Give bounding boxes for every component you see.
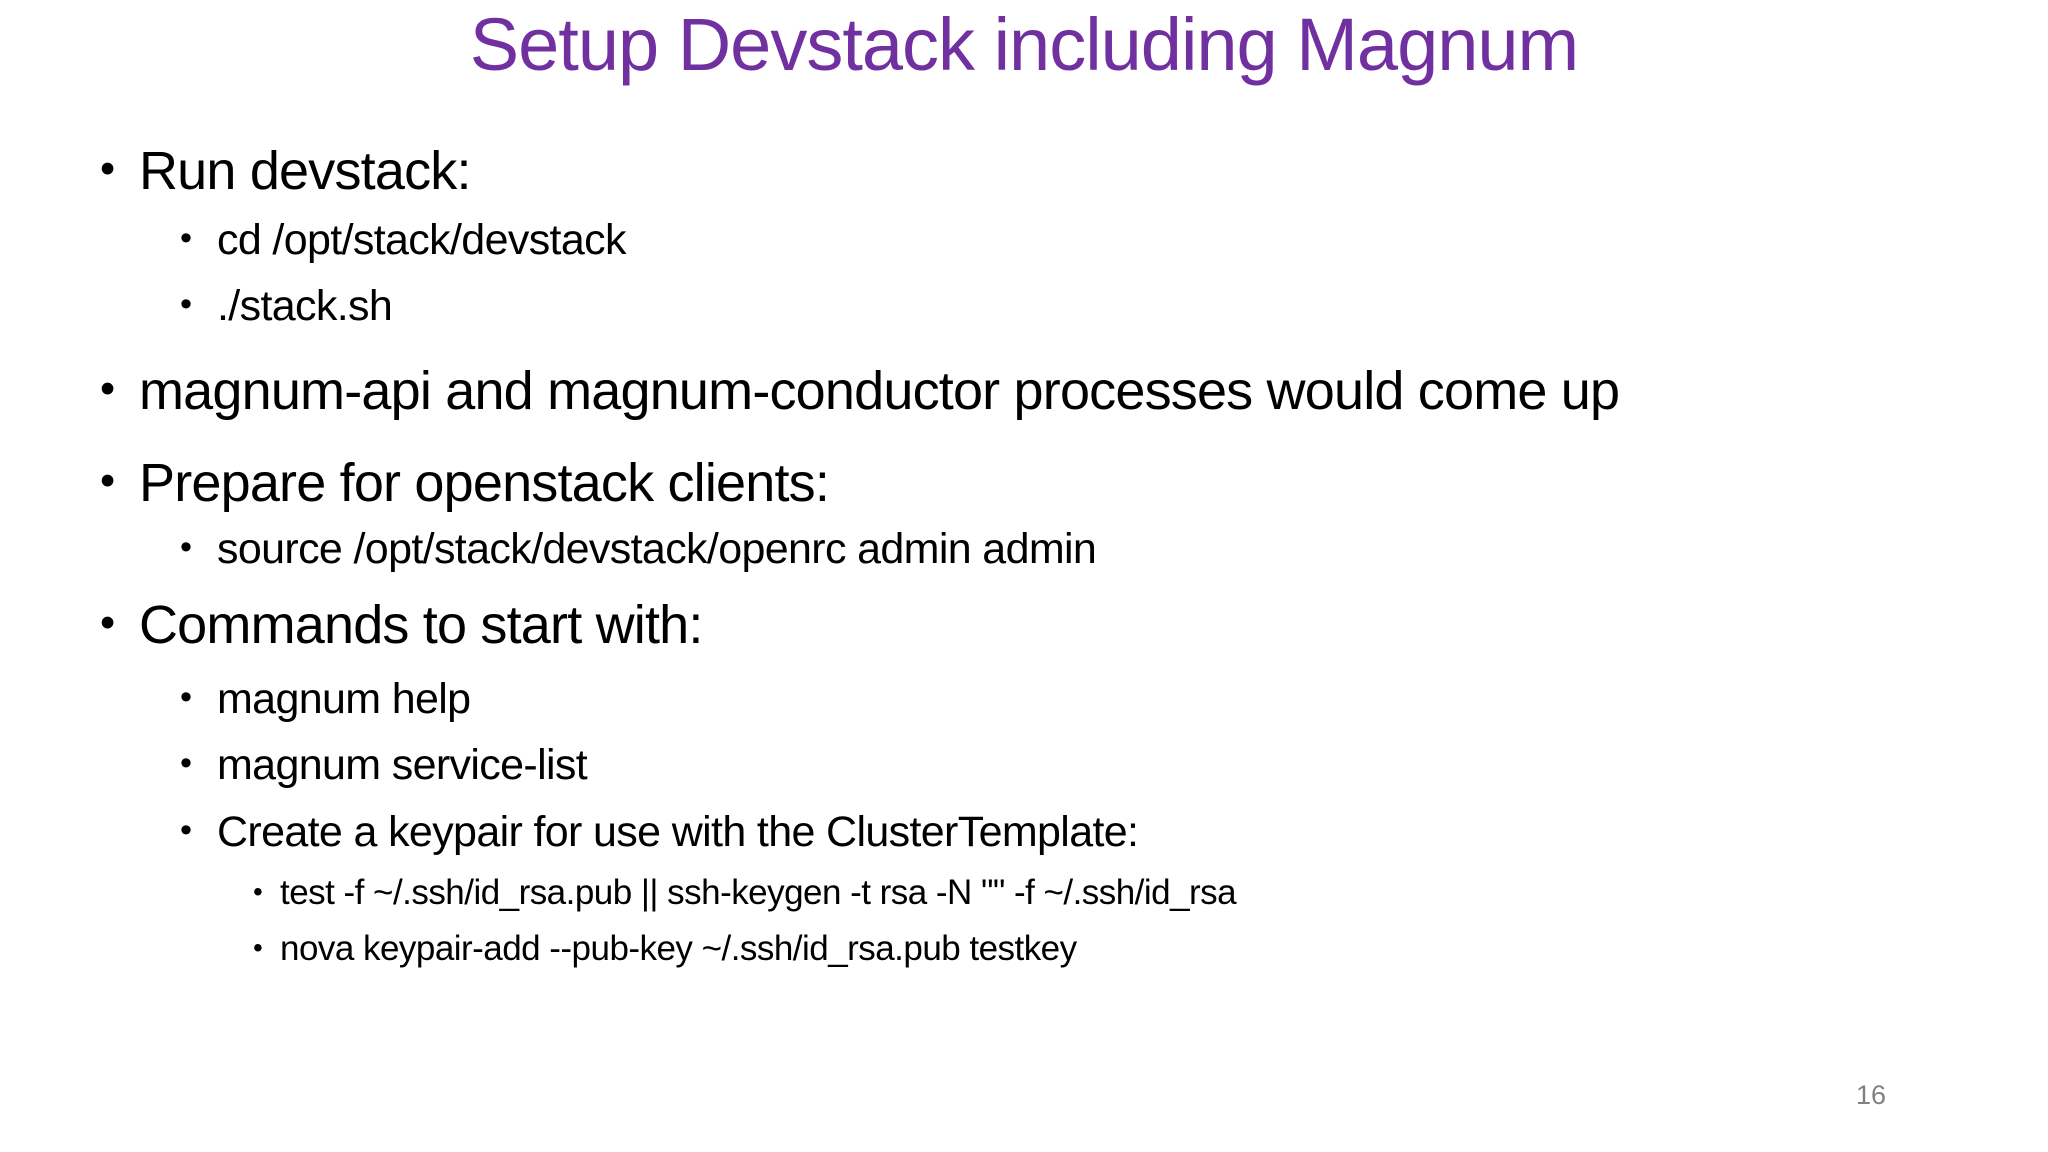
bullet-item-nova-keypair-add: nova keypair-add --pub-key ~/.ssh/id_rsa… xyxy=(253,929,1077,968)
bullet-item-cd-devstack: cd /opt/stack/devstack xyxy=(180,216,626,264)
bullet-item-stack-sh: ./stack.sh xyxy=(180,282,393,330)
bullet-item-source-openrc: source /opt/stack/devstack/openrc admin … xyxy=(180,525,1097,573)
bullet-item-prepare-clients: Prepare for openstack clients: xyxy=(100,453,830,513)
bullet-item-create-keypair: Create a keypair for use with the Cluste… xyxy=(180,808,1139,856)
bullet-item-magnum-processes: magnum-api and magnum-conductor processe… xyxy=(100,361,1620,421)
bullet-item-ssh-keygen: test -f ~/.ssh/id_rsa.pub || ssh-keygen … xyxy=(253,873,1237,912)
bullet-item-run-devstack: Run devstack: xyxy=(100,141,471,201)
bullet-item-magnum-service-list: magnum service-list xyxy=(180,741,588,789)
bullet-item-magnum-help: magnum help xyxy=(180,675,471,723)
page-number: 16 xyxy=(1856,1080,1887,1110)
slide-title: Setup Devstack including Magnum xyxy=(469,3,1579,86)
bullet-item-commands-start: Commands to start with: xyxy=(100,595,703,655)
